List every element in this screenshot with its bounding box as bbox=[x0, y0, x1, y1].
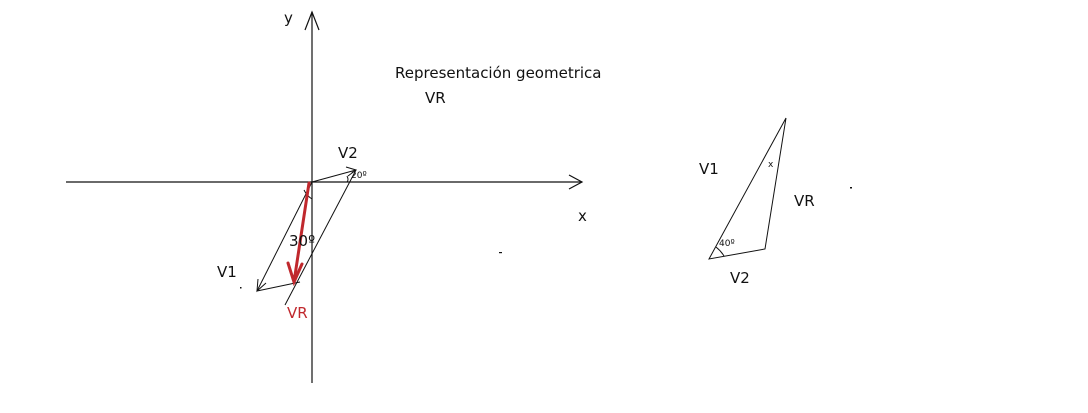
angle-arc-v2 bbox=[346, 175, 349, 183]
diagram-subtitle: VR bbox=[425, 89, 446, 107]
y-axis-label: y bbox=[284, 9, 293, 27]
angle-arc-bottom bbox=[715, 246, 725, 257]
triangle-vr-label: VR bbox=[794, 192, 815, 210]
stray-dot-2 bbox=[499, 252, 502, 254]
vector-triangle bbox=[708, 117, 787, 260]
stray-marks bbox=[240, 187, 852, 289]
x-axis-arrowhead bbox=[568, 174, 584, 190]
v2-label: V2 bbox=[338, 144, 358, 162]
resultant-vector bbox=[286, 181, 311, 287]
parallelogram bbox=[256, 166, 358, 306]
triangle-v2-label: V2 bbox=[730, 269, 750, 287]
v2-parallel-line bbox=[256, 281, 301, 292]
coordinate-axes bbox=[66, 10, 584, 383]
v1-label: V1 bbox=[217, 263, 237, 281]
vr-label: VR bbox=[287, 304, 308, 322]
v1-vector bbox=[256, 181, 313, 292]
x-axis-label: x bbox=[578, 207, 587, 225]
stray-dot-1 bbox=[240, 287, 242, 289]
y-axis-arrowhead bbox=[304, 10, 320, 31]
vr-vector-line bbox=[292, 181, 311, 284]
triangle-v1-label: V1 bbox=[699, 160, 719, 178]
stray-dot-3 bbox=[850, 187, 852, 189]
angle-v2-label: 20º bbox=[351, 171, 367, 181]
angle-v1-label: 30º bbox=[289, 232, 315, 250]
triangle-angle-top-label: x bbox=[768, 160, 774, 170]
triangle-angle-bottom-label: 40º bbox=[719, 239, 735, 249]
diagram-title: Representación geometrica bbox=[395, 64, 601, 82]
vr-arrowhead bbox=[286, 261, 304, 287]
v2-vector bbox=[311, 169, 357, 183]
